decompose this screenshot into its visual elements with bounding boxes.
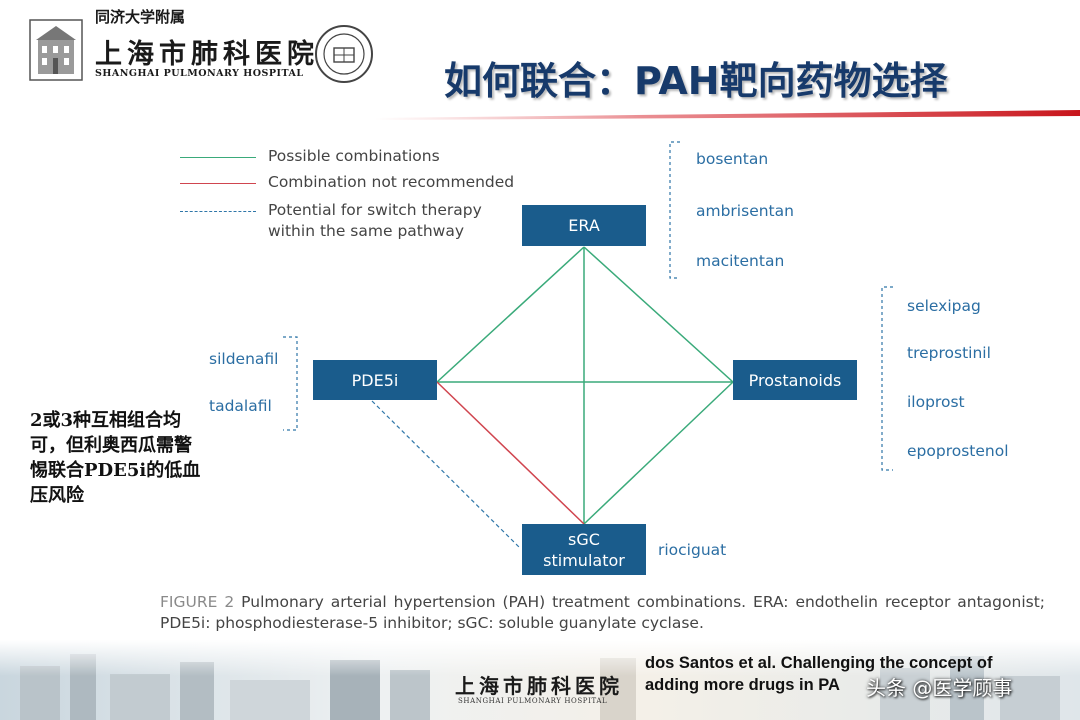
hospital-building-icon — [29, 19, 83, 81]
drug-prostanoids-2: treprostinil — [907, 344, 991, 362]
footer-city-background — [0, 640, 1080, 720]
drug-prostanoids-4: epoprostenol — [907, 442, 1009, 460]
legend-green-line — [180, 157, 256, 158]
bracket-pde5i — [283, 336, 298, 431]
node-pde5i: PDE5i — [313, 360, 437, 400]
legend-possible: Possible combinations — [268, 147, 440, 165]
reference-text: dos Santos et al. Challenging the concep… — [645, 652, 992, 696]
figure-caption: FIGURE 2 Pulmonary arterial hypertension… — [160, 592, 1045, 634]
caption-text: Pulmonary arterial hypertension (PAH) tr… — [160, 593, 1046, 632]
drug-era-3: macitentan — [696, 252, 785, 270]
caption-label: FIGURE 2 — [160, 593, 235, 611]
node-era: ERA — [522, 205, 646, 246]
institution-sub: 同济大学附属 — [95, 8, 186, 26]
drug-prostanoids-3: iloprost — [907, 393, 965, 411]
drug-prostanoids-1: selexipag — [907, 297, 981, 315]
footer-hospital-name: 上海市肺科医院 — [455, 674, 623, 698]
university-seal-icon — [315, 25, 373, 83]
reference-line-2: adding more drugs in PA — [645, 676, 840, 694]
side-note: 2或3种互相组合均可，但利奥西瓜需警惕联合PDE5i的低血压风险 — [30, 410, 201, 506]
drug-pde5i-2: tadalafil — [209, 397, 272, 415]
legend-not-recommended: Combination not recommended — [268, 173, 515, 191]
legend-red-line — [180, 183, 256, 184]
node-sgc: sGC stimulator — [522, 524, 646, 575]
edge-pde5i-sgc-switch — [371, 400, 522, 550]
institution-name: 上海市肺科医院 — [95, 39, 319, 70]
footer-hospital-en: SHANGHAI PULMONARY HOSPITAL — [458, 697, 608, 705]
bracket-prostanoids — [881, 286, 893, 471]
drug-era-2: ambrisentan — [696, 202, 794, 220]
drug-era-1: bosentan — [696, 150, 769, 168]
drug-pde5i-1: sildenafil — [209, 350, 279, 368]
edge-pde5i-sgc — [436, 381, 585, 525]
legend-switch-1: Potential for switch therapy — [268, 201, 482, 219]
institution-en: SHANGHAI PULMONARY HOSPITAL — [95, 68, 304, 79]
edge-era-pde5i — [436, 246, 585, 383]
edge-era-prostanoids — [583, 246, 734, 383]
watermark: 头条 @医学顾事 — [866, 676, 1013, 700]
legend-dashed-line — [180, 211, 256, 212]
legend-switch-2: within the same pathway — [268, 222, 465, 240]
bracket-era — [669, 141, 680, 279]
node-sgc-line1: sGC — [568, 529, 600, 549]
title-accent-stripe — [375, 110, 1080, 120]
drug-sgc-1: riociguat — [658, 541, 727, 559]
edge-prostanoids-sgc — [583, 381, 734, 525]
node-prostanoids: Prostanoids — [733, 360, 857, 400]
slide-title: 如何联合：PAH靶向药物选择 — [444, 59, 948, 103]
node-sgc-line2: stimulator — [543, 550, 625, 570]
reference-line-1: dos Santos et al. Challenging the concep… — [645, 654, 993, 672]
